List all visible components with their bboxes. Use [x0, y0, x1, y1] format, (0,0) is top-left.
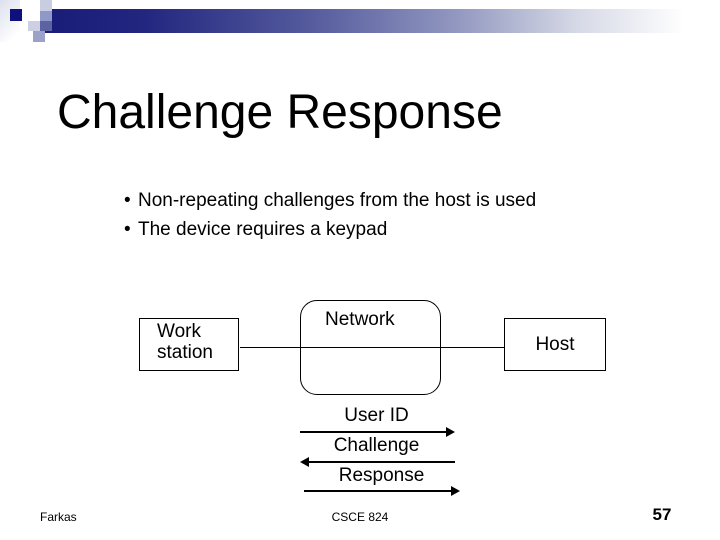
bullet-list: • Non-repeating challenges from the host…	[124, 187, 624, 244]
network-box: Network	[300, 300, 441, 395]
footer-author: Farkas	[40, 510, 77, 524]
footer-page-number: 57	[652, 505, 672, 524]
connection-line	[240, 347, 504, 348]
workstation-label-line2: station	[157, 342, 213, 363]
slide-title: Challenge Response	[57, 86, 503, 139]
message-label-challenge: Challenge	[333, 435, 420, 456]
deco-square-dark	[10, 9, 22, 21]
bullet-item: • Non-repeating challenges from the host…	[124, 187, 624, 216]
message-label-user-id: User ID	[344, 405, 409, 426]
arrow-left-icon	[300, 457, 455, 467]
arrow-right-icon	[304, 486, 460, 496]
arrowhead-icon	[451, 486, 460, 496]
host-box: Host	[504, 318, 606, 371]
workstation-label-line1: Work	[157, 321, 201, 342]
arrowhead-icon	[446, 427, 455, 437]
arrow-shaft	[300, 431, 448, 433]
deco-square	[40, 0, 52, 11]
header-gradient-bar	[44, 9, 711, 33]
bullet-marker: •	[124, 190, 131, 211]
bullet-marker: •	[124, 218, 131, 240]
bullet-item: • The device requires a keypad	[124, 216, 624, 245]
deco-square	[40, 21, 52, 31]
bullet-text: The device requires a keypad	[138, 218, 388, 240]
message-label-response: Response	[338, 465, 425, 486]
arrow-shaft	[304, 490, 453, 492]
host-label: Host	[535, 333, 575, 355]
deco-square	[40, 11, 52, 21]
workstation-box: Work station	[139, 318, 239, 371]
network-label: Network	[325, 309, 395, 330]
arrow-shaft	[307, 461, 455, 463]
arrowhead-icon	[300, 457, 309, 467]
arrow-right-icon	[300, 427, 455, 437]
bullet-text: Non-repeating challenges from the host i…	[138, 190, 537, 211]
deco-square	[33, 31, 45, 42]
deco-square	[28, 21, 40, 31]
header-gradient-strip	[0, 0, 20, 42]
footer-course: CSCE 824	[331, 510, 389, 524]
